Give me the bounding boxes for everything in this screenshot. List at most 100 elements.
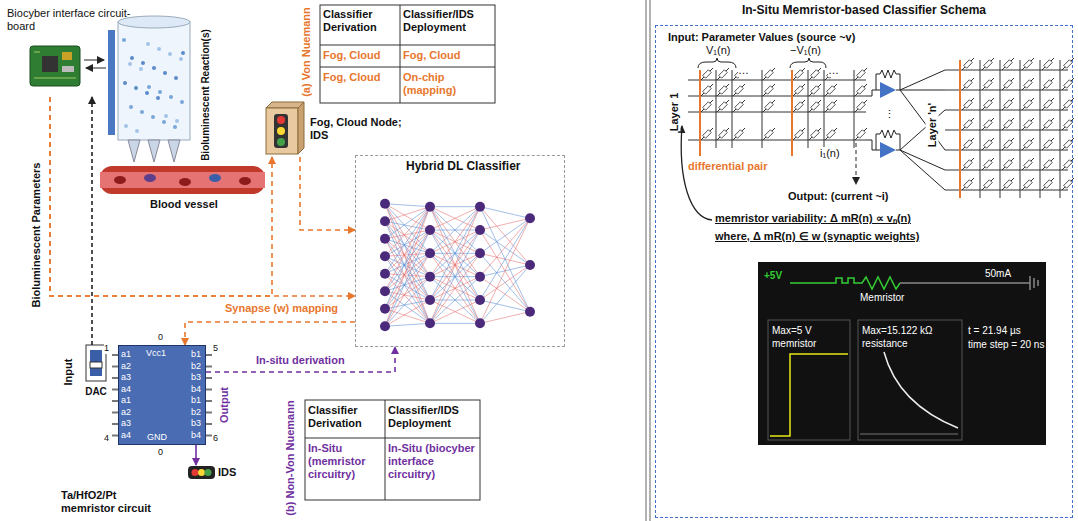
connector: [91, 97, 93, 345]
crossbar-array-part: [1044, 100, 1052, 108]
table-grid-part: [320, 5, 495, 103]
crossbar-array-part: [765, 70, 773, 78]
bioreactor-part-part: [151, 115, 155, 119]
crossbar-array-part: [855, 128, 867, 140]
table-cell: Fog, Cloud: [403, 49, 493, 62]
crossbar-array-part: [964, 160, 972, 168]
crossbar-array-part: [1024, 60, 1032, 68]
crossbar-array-part: [945, 130, 1068, 131]
amplifiers: [681, 70, 945, 220]
pin-name: Vcc1: [146, 348, 166, 359]
crossbar-array-part: [719, 130, 727, 138]
node-heading: IDS: [218, 466, 250, 479]
crossbar-array-part: [964, 80, 972, 88]
pin-name: a2: [121, 407, 131, 418]
crossbar-array-part: [1064, 140, 1072, 148]
crossbar-array-part: [984, 80, 992, 88]
crossbar-array-part: [982, 98, 994, 110]
neural-network-part: [475, 202, 485, 212]
crossbar-array-part: [763, 84, 775, 96]
pin-name: a1: [121, 349, 131, 360]
schema-label: −V₁(n): [790, 44, 821, 57]
crossbar-array-part: [735, 102, 743, 110]
neural-network-part: [385, 253, 430, 273]
crossbar-array-part: [984, 100, 992, 108]
node-heading: Fog, Cloud Node; IDS: [310, 116, 417, 142]
server-icon: [266, 102, 304, 154]
crossbar-array-part: [1002, 78, 1014, 90]
oscilloscope-screen-part: [884, 352, 958, 428]
connector: [50, 97, 272, 296]
neural-network-part: [430, 207, 480, 300]
pin-name: a2: [121, 361, 131, 372]
pin-name: b4: [191, 430, 201, 441]
crossbar-array-part: [1064, 160, 1072, 168]
table-grid-part: [320, 45, 495, 46]
neural-network-part: [475, 248, 485, 258]
crossbar-array-part: [793, 128, 805, 140]
crossbar-array-part: [984, 60, 992, 68]
table-cell: Classifier/IDS Deployment: [388, 404, 478, 430]
neural-network-part: [385, 207, 430, 309]
crossbar-array-part: [1064, 80, 1072, 88]
schema-label: …: [738, 64, 749, 77]
panel-divider-part: [649, 0, 651, 521]
crossbar-array-part: [699, 70, 701, 156]
neural-network-part: [480, 218, 530, 323]
scope-readout: t = 21.94 µs: [968, 325, 1021, 337]
neural-network-part: [525, 260, 535, 270]
table-grid-part: [385, 400, 386, 500]
crossbar-array-part: [717, 128, 729, 140]
table-cell: Fog, Cloud: [323, 71, 397, 84]
crossbar-array-part: [824, 70, 825, 148]
bioreactor-part-part: [174, 76, 178, 80]
crossbar-array-part: [945, 90, 1068, 91]
neural-network-part: [480, 253, 530, 311]
bioreactor-part-part: [122, 38, 126, 42]
crossbar-array-part: [1042, 78, 1054, 90]
crossbar-array-part: [945, 150, 1068, 151]
traffic-light-icon-part: [198, 469, 205, 476]
neural-network-part: [385, 253, 430, 256]
neural-network-part: [475, 225, 485, 235]
neural-network-part: [430, 207, 480, 324]
crossbar-array-part: [962, 178, 974, 190]
oscilloscope-screen-part: [770, 354, 848, 436]
neural-network-part: [425, 272, 435, 282]
neural-network-part: [430, 207, 480, 300]
table-grid-part: [305, 438, 480, 439]
bioreactor-part-part: [139, 67, 143, 71]
neural-network-part: [385, 253, 430, 308]
neural-network-part: [525, 213, 535, 223]
crossbar-array-part: [795, 70, 803, 78]
neural-network-part: [430, 323, 480, 324]
pin-name: b2: [191, 407, 201, 418]
crossbar-array-part: [1002, 98, 1014, 110]
bioreactor-part-part: [134, 86, 138, 90]
pin-name: GND: [147, 432, 167, 443]
neural-network-part: [380, 321, 390, 331]
table-cell: On-chip (mapping): [403, 71, 493, 97]
chip-pins-part: [206, 377, 212, 379]
neural-network-part: [385, 309, 430, 324]
crossbar-array-part: [795, 130, 803, 138]
oscilloscope-screen-part: [768, 320, 850, 440]
server-icon-part: [277, 127, 285, 135]
crossbar-array-part: [962, 118, 974, 130]
crossbar-array-part: [1064, 100, 1072, 108]
neural-network-part: [430, 277, 480, 324]
edge-label: In-situ derivation: [256, 354, 345, 367]
crossbar-array-part: [1024, 120, 1032, 128]
braces-part: [698, 58, 736, 68]
crossbar-array-part: [854, 70, 855, 148]
scope-readout: Max=5 V: [772, 325, 812, 337]
crossbar-array-part: [825, 128, 837, 140]
server-icon-part: [277, 116, 285, 124]
bioreactor-part-part: [135, 129, 139, 133]
crossbar-array-part: [795, 86, 803, 94]
bioreactor-part-part: [147, 85, 151, 89]
crossbar-array-part: [962, 78, 974, 90]
neural-network-part: [430, 300, 480, 323]
schema-label: V₁(n): [706, 44, 731, 57]
crossbar-array-part: [1004, 120, 1012, 128]
